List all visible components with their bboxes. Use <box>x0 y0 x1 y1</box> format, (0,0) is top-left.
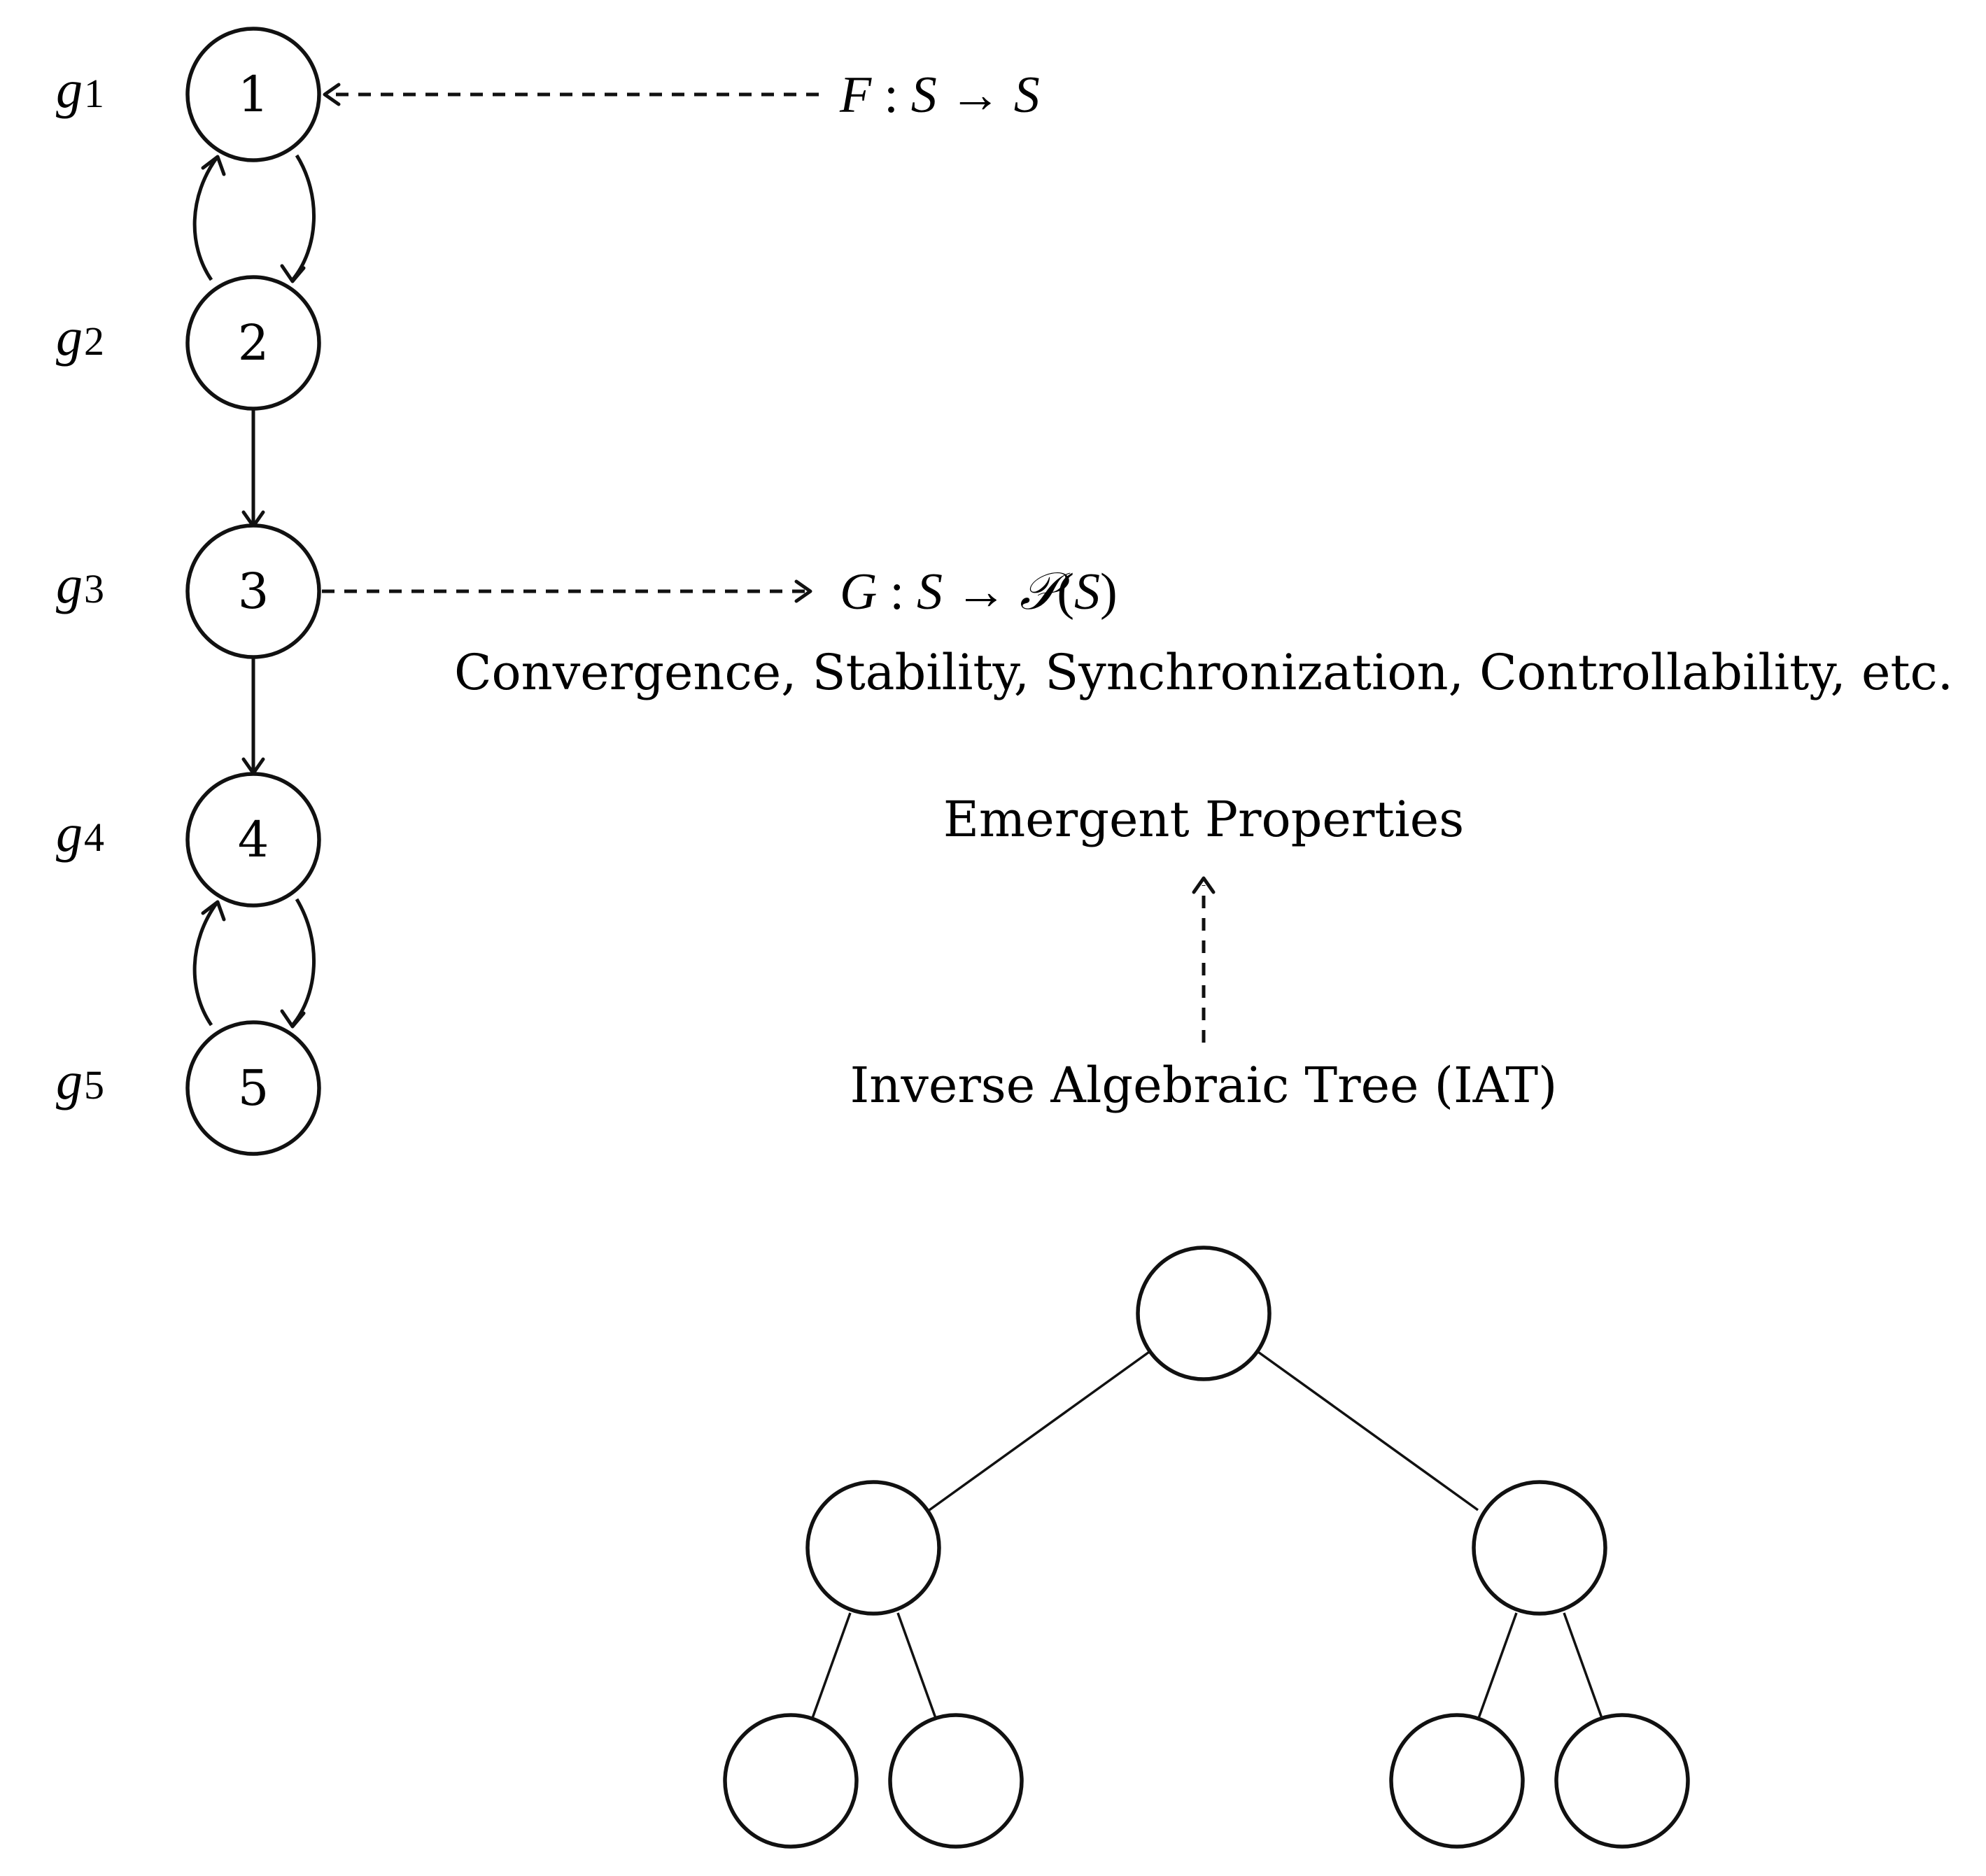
tree-node-right-leaf2 <box>1554 1713 1690 1849</box>
tree-node-left-leaf1 <box>723 1713 859 1849</box>
node-label: 1 <box>238 66 269 123</box>
gene-label-g1: g1 <box>56 60 104 119</box>
tree-node-left-leaf2 <box>888 1713 1024 1849</box>
gene-node-1: 1 <box>185 27 321 162</box>
tree-node-right-leaf1 <box>1389 1713 1525 1849</box>
g-map-arrowhead <box>794 579 812 603</box>
gene-label-g2: g2 <box>56 308 104 367</box>
edge-2-to-1-arrowhead <box>201 155 226 176</box>
edge-4-to-5-arrowhead <box>280 1009 306 1029</box>
gene-node-5: 5 <box>185 1020 321 1156</box>
node-label: 2 <box>238 314 269 372</box>
tree-node-root <box>1136 1246 1272 1381</box>
g-map-label: G:S→𝒫(S) <box>840 563 1118 621</box>
edge-2-to-1 <box>192 156 219 281</box>
tree-edge-root-right <box>1255 1349 1479 1511</box>
edge-4-to-5 <box>291 898 316 1027</box>
iat-label: Inverse Algebraic Tree (IAT) <box>850 1057 1558 1114</box>
gene-node-2: 2 <box>185 275 321 411</box>
tree-edge-right-leaf2 <box>1563 1612 1604 1721</box>
tree-edge-root-left <box>928 1349 1153 1511</box>
f-map-label: F:S→S <box>839 66 1040 124</box>
tree-edge-left-leaf1 <box>810 1612 852 1721</box>
edge-5-to-4-arrowhead <box>201 900 226 922</box>
edge-1-to-2 <box>291 154 316 281</box>
gene-label-g5: g5 <box>56 1052 104 1110</box>
node-label: 3 <box>238 563 269 620</box>
tree-edge-left-leaf2 <box>896 1612 938 1721</box>
emergent-properties-label: Emergent Properties <box>943 791 1464 848</box>
edge-5-to-4 <box>192 901 219 1027</box>
node-label: 4 <box>238 811 269 868</box>
gene-label-g3: g3 <box>56 556 104 614</box>
tree-edge-right-leaf1 <box>1477 1612 1518 1721</box>
node-label: 5 <box>238 1059 269 1117</box>
f-map-arrowhead <box>323 83 341 106</box>
tree-node-left <box>805 1480 941 1616</box>
edge-1-to-2-arrowhead <box>280 264 306 283</box>
gene-node-3: 3 <box>185 523 321 659</box>
tree-node-right <box>1472 1480 1607 1616</box>
iat-to-emergent-arrowhead <box>1192 876 1216 894</box>
gene-label-g4: g4 <box>56 804 104 863</box>
properties-text: Convergence, Stability, Synchronization,… <box>454 644 1953 701</box>
gene-node-4: 4 <box>185 772 321 908</box>
